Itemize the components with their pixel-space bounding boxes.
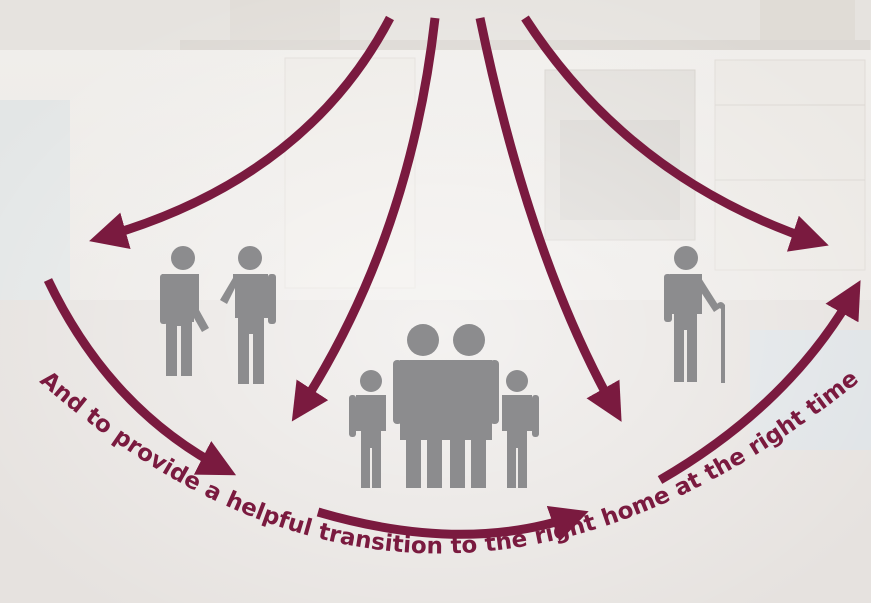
- adult-icon: [393, 324, 446, 488]
- adult-icon: [446, 324, 499, 488]
- person-icon: [220, 246, 276, 384]
- arrow-icon: [89, 15, 394, 249]
- elderly-person-with-cane-icon: [664, 246, 725, 383]
- arrow-icon: [475, 17, 622, 422]
- arrow-icon: [43, 278, 237, 476]
- couple-icon: [160, 246, 276, 384]
- child-icon: [349, 370, 386, 488]
- arrow-icon: [291, 17, 440, 422]
- arrow-icon: [316, 506, 589, 542]
- family-icon: [349, 324, 539, 488]
- person-icon: [160, 246, 209, 376]
- arrow-icon: [521, 15, 829, 252]
- child-icon: [502, 370, 539, 488]
- arrow-icon: [657, 280, 861, 484]
- arrows: [43, 15, 861, 542]
